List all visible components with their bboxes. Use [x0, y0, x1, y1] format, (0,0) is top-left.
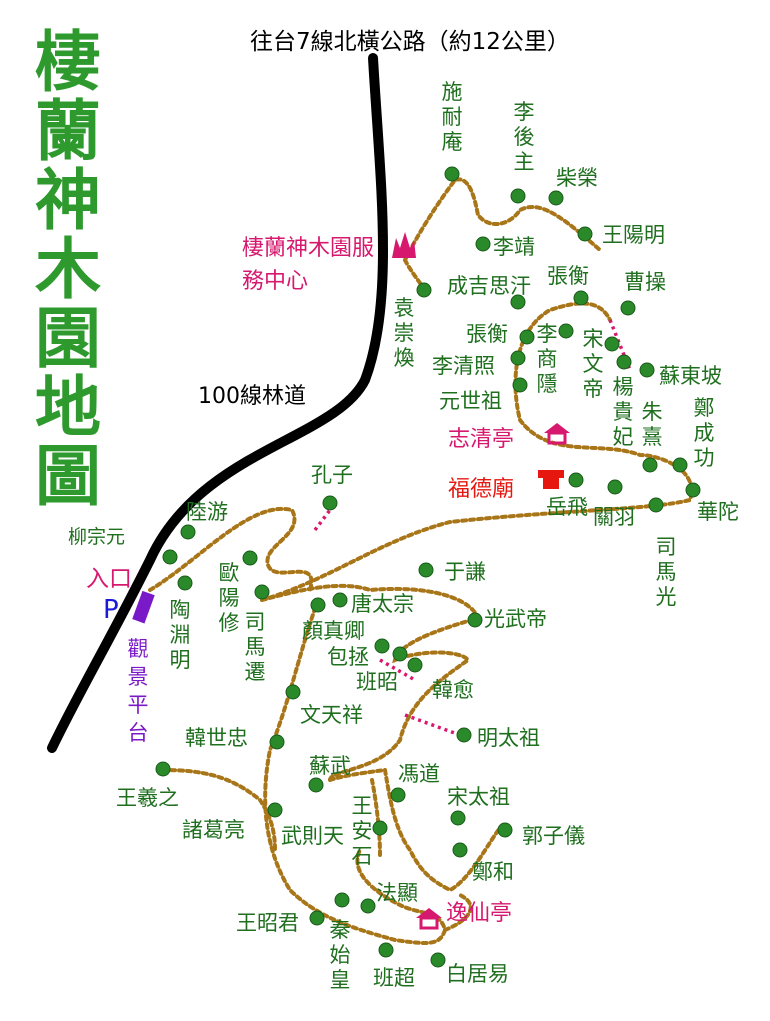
tree-label: 張衡: [466, 322, 508, 346]
tree-label: 唐太宗: [351, 592, 414, 616]
entrance-label: 入口: [86, 566, 132, 592]
tree-label: 王安石: [351, 794, 373, 868]
tree-label: 曹操: [624, 270, 666, 294]
tree-label: 柴榮: [556, 166, 598, 190]
temple-icon: [538, 470, 564, 489]
tree-label: 司馬光: [655, 535, 677, 609]
tree-label: 于謙: [444, 560, 486, 584]
zhiqing-pavilion-label: 志清亭: [448, 427, 515, 452]
tree-label: 陶淵明: [169, 598, 191, 672]
tree-label: 光武帝: [484, 607, 547, 631]
tree-label: 諸葛亮: [182, 818, 245, 842]
tree-label: 白居易: [446, 962, 509, 986]
tree-label: 王昭君: [236, 911, 299, 935]
tree-label: 韓愈: [432, 678, 474, 702]
tree-label: 班超: [373, 966, 415, 990]
tree-label: 法顯: [376, 881, 418, 905]
tree-label: 袁崇煥: [393, 296, 415, 370]
tree-label: 施耐庵: [441, 80, 463, 154]
service-center-icon: [392, 232, 416, 258]
tree-label: 王陽明: [602, 223, 665, 247]
tree-label: 孔子: [311, 463, 353, 487]
road-line: [47, 53, 388, 753]
tree-label: 陸游: [186, 500, 228, 524]
tree-label: 蘇東坡: [659, 364, 722, 388]
tree-label: 馮道: [398, 762, 440, 786]
forest-road-label: 100線林道: [198, 384, 306, 409]
tree-label: 武則天: [281, 824, 344, 848]
tree-label: 郭子儀: [522, 824, 585, 848]
tree-label: 王羲之: [116, 786, 179, 810]
fude-temple-label: 福德廟: [448, 477, 515, 502]
viewing-platform-label: 觀景平台: [127, 637, 149, 745]
tree-label: 韓世忠: [185, 726, 248, 750]
tree-label: 楊貴妃: [612, 375, 634, 449]
map-title: 棲蘭神木園地圖: [35, 24, 101, 515]
tree-label: 文天祥: [300, 703, 363, 727]
tree-label: 鄭成功: [693, 396, 715, 470]
tree-label: 朱熹: [641, 400, 663, 449]
viewing-platform-marker: [132, 590, 155, 624]
tree-label: 鄭和: [472, 860, 514, 884]
tree-label: 顏真卿: [302, 619, 365, 643]
tree-label: 張衡: [547, 264, 589, 288]
tree-label: 李後主: [513, 100, 535, 174]
tree-label: 元世祖: [439, 389, 502, 413]
tree-label: 歐陽修: [218, 561, 240, 635]
north-road-label: 往台7線北橫公路（約12公里）: [250, 29, 570, 55]
tree-label: 宋太祖: [447, 785, 510, 809]
pavilion-icon: [416, 908, 442, 930]
yixian-pavilion-label: 逸仙亭: [446, 901, 513, 926]
tree-label: 蘇武: [309, 754, 351, 778]
tree-label: 明太祖: [477, 726, 540, 750]
tree-label: 宋文帝: [582, 327, 604, 401]
tree-label: 岳飛: [546, 495, 588, 519]
tree-label: 關羽: [593, 505, 635, 529]
tree-label: 包拯: [327, 645, 369, 669]
tree-label: 柳宗元: [68, 526, 126, 548]
service-center-label: 棲蘭神木園服務中心: [242, 236, 375, 294]
tree-label: 李清照: [432, 354, 495, 378]
tree-label: 司馬遷: [244, 610, 266, 684]
tree-label: 班昭: [356, 670, 398, 694]
tree-label: 成吉思汗: [447, 274, 531, 298]
tree-label: 秦始皇: [329, 918, 351, 992]
parking-label: P: [103, 595, 119, 625]
tree-label: 李靖: [493, 235, 535, 259]
pavilion-icon: [544, 423, 570, 445]
tree-markers: [155, 166, 701, 968]
tree-label: 華陀: [697, 500, 739, 524]
tree-label: 李商隱: [536, 322, 558, 396]
